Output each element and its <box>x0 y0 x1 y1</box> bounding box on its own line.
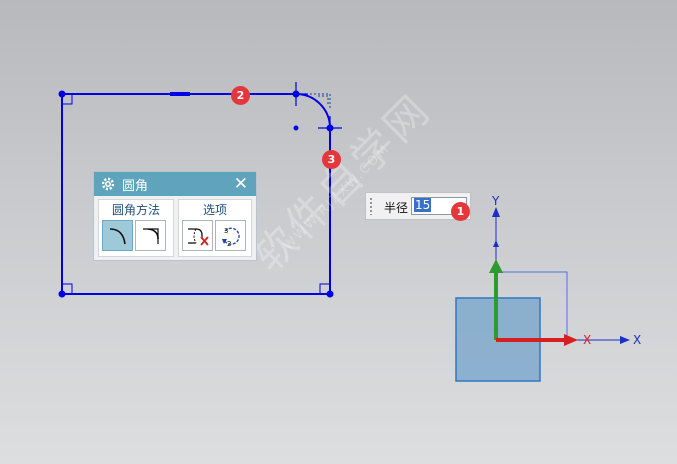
trim-fillet-button[interactable] <box>102 220 133 251</box>
perpendicular-markers <box>62 94 330 294</box>
callout-badge-1: 1 <box>451 202 470 221</box>
fillet-center-point <box>293 125 299 131</box>
dialog-titlebar[interactable]: 圆角 ✕ <box>94 172 256 196</box>
drag-handle-icon[interactable] <box>369 197 373 215</box>
close-icon[interactable]: ✕ <box>233 174 248 194</box>
callout-badge-3: 3 <box>322 150 341 169</box>
gear-icon <box>101 177 115 191</box>
delete-third-curve-button[interactable] <box>182 220 213 251</box>
x-axis-label: X <box>633 333 641 347</box>
original-corner-dashed <box>306 93 331 110</box>
untrimmed-fillet-icon <box>142 227 159 244</box>
fillet-dialog: 圆角 ✕ 圆角方法 选项 <box>93 171 257 261</box>
sketch-vertices[interactable] <box>58 90 334 298</box>
radius-value: 15 <box>414 198 432 212</box>
fillet-arc[interactable] <box>295 93 331 129</box>
create-alternate-fillet-button[interactable]: 3 2 <box>215 220 246 251</box>
radius-label: 半径 <box>384 201 409 215</box>
trim-fillet-icon <box>109 227 126 244</box>
tangent-point-markers <box>284 82 342 140</box>
datum-plane-outline <box>498 271 568 340</box>
untrimmed-fillet-button[interactable] <box>135 220 166 251</box>
x-axis-red-label: X <box>583 333 591 347</box>
delete-third-curve-icon <box>187 227 209 246</box>
fillet-method-label: 圆角方法 <box>111 203 160 217</box>
svg-text:2: 2 <box>227 240 231 248</box>
fillet-method-group: 圆角方法 <box>98 199 174 257</box>
options-label: 选项 <box>202 203 227 217</box>
options-group: 选项 3 2 <box>178 199 252 257</box>
svg-text:3: 3 <box>224 227 228 235</box>
dialog-title: 圆角 <box>122 178 149 194</box>
create-alternate-fillet-icon: 3 2 <box>221 227 240 248</box>
callout-badge-2: 2 <box>231 86 250 105</box>
datum-csys[interactable]: X Y X <box>455 194 641 382</box>
y-axis-label: Y <box>491 194 500 208</box>
